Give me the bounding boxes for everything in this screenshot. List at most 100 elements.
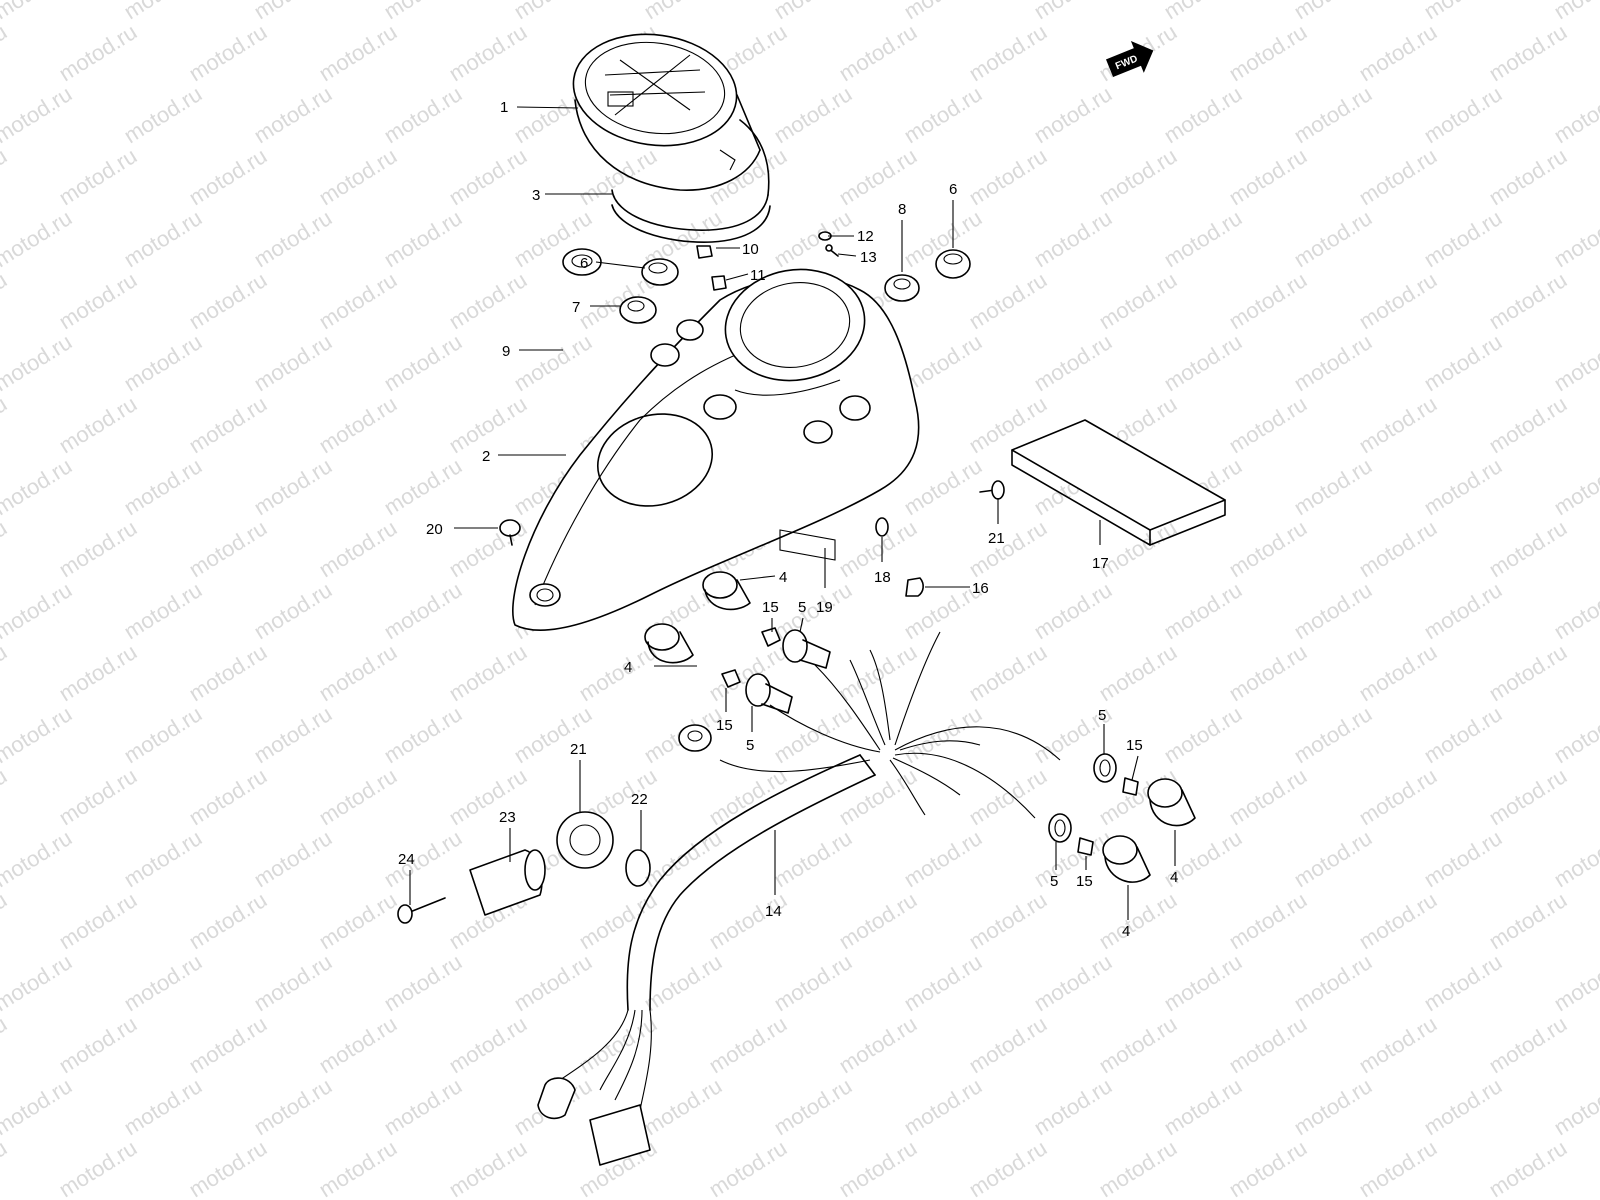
watermark-text: motod.ru <box>1419 701 1506 768</box>
callout-22: 22 <box>631 791 648 808</box>
callout-19: 19 <box>816 599 833 616</box>
watermark-text: motod.ru <box>184 19 271 86</box>
watermark-text: motod.ru <box>314 1011 401 1078</box>
watermark-text: motod.ru <box>1419 329 1506 396</box>
watermark-text: motod.ru <box>1549 577 1600 644</box>
watermark-text: motod.ru <box>574 143 661 210</box>
callout-5: 5 <box>746 737 754 754</box>
callout-14: 14 <box>765 903 782 920</box>
watermark-text: motod.ru <box>899 825 986 892</box>
watermark-text: motod.ru <box>964 1135 1051 1200</box>
grommet-part-7 <box>619 296 657 324</box>
callout-4: 4 <box>624 659 632 676</box>
watermark-text: motod.ru <box>0 143 11 210</box>
watermark-text: motod.ru <box>1549 329 1600 396</box>
watermark-text: motod.ru <box>0 19 11 86</box>
watermark-text: motod.ru <box>249 0 336 24</box>
watermark-text: motod.ru <box>1289 577 1376 644</box>
watermark-text: motod.ru <box>1354 1135 1441 1200</box>
watermark-text: motod.ru <box>1354 1011 1441 1078</box>
socket-part-4-right-lower <box>1102 835 1151 883</box>
watermark-text: motod.ru <box>1094 1135 1181 1200</box>
watermark-text: motod.ru <box>1289 701 1376 768</box>
callout-15: 15 <box>716 717 733 734</box>
callout-7: 7 <box>572 299 580 316</box>
watermark-text: motod.ru <box>314 391 401 458</box>
watermark-text: motod.ru <box>1484 1011 1571 1078</box>
watermark-text: motod.ru <box>1029 0 1116 24</box>
watermark-text: motod.ru <box>834 19 921 86</box>
watermark-text: motod.ru <box>0 825 76 892</box>
callout-6: 6 <box>580 255 588 272</box>
watermark-text: motod.ru <box>184 515 271 582</box>
watermark-text: motod.ru <box>1354 515 1441 582</box>
watermark-text: motod.ru <box>1159 329 1246 396</box>
watermark-text: motod.ru <box>119 0 206 24</box>
wiring-harness-part-14 <box>537 631 1061 1166</box>
watermark-text: motod.ru <box>769 949 856 1016</box>
watermark-text: motod.ru <box>704 1135 791 1200</box>
watermark-text: motod.ru <box>1224 1011 1311 1078</box>
watermark-text: motod.ru <box>1419 949 1506 1016</box>
watermark-text: motod.ru <box>964 19 1051 86</box>
callout-12: 12 <box>857 228 874 245</box>
watermark-text: motod.ru <box>54 887 141 954</box>
watermark-text: motod.ru <box>379 577 466 644</box>
callout-1: 1 <box>500 99 508 116</box>
watermark-text: motod.ru <box>249 205 336 272</box>
watermark-text: motod.ru <box>639 949 726 1016</box>
watermark-text: motod.ru <box>1289 0 1376 24</box>
watermark-text: motod.ru <box>444 763 531 830</box>
watermark-text: motod.ru <box>1484 639 1571 706</box>
watermark-text: motod.ru <box>1159 81 1246 148</box>
watermark-text: motod.ru <box>1549 205 1600 272</box>
watermark-text: motod.ru <box>184 267 271 334</box>
watermark-text: motod.ru <box>834 143 921 210</box>
watermark-text: motod.ru <box>509 0 596 24</box>
watermark-text: motod.ru <box>1159 949 1246 1016</box>
callout-9: 9 <box>502 343 510 360</box>
watermark-text: motod.ru <box>1354 143 1441 210</box>
watermark-text: motod.ru <box>379 1073 466 1140</box>
watermark-text: motod.ru <box>1159 577 1246 644</box>
watermark-text: motod.ru <box>1484 267 1571 334</box>
watermark-text: motod.ru <box>1289 205 1376 272</box>
sensor-part-23 <box>469 849 546 916</box>
watermark-text: motod.ru <box>964 1011 1051 1078</box>
watermark-text: motod.ru <box>379 701 466 768</box>
watermark-text: motod.ru <box>769 205 856 272</box>
watermark-text: motod.ru <box>0 0 76 24</box>
watermark-text: motod.ru <box>574 639 661 706</box>
watermark-text: motod.ru <box>964 143 1051 210</box>
holder-part-5-right-upper <box>1093 753 1117 783</box>
watermark-text: motod.ru <box>1354 391 1441 458</box>
watermark-text: motod.ru <box>834 763 921 830</box>
grommet-part-8 <box>884 274 920 302</box>
callout-15: 15 <box>1076 873 1093 890</box>
washer-part-18 <box>875 517 889 537</box>
gasket-ring-part-3 <box>611 119 771 243</box>
callout-3: 3 <box>532 187 540 204</box>
bulb-part-15-left <box>721 669 741 688</box>
watermark-text: motod.ru <box>1159 701 1246 768</box>
callout-5: 5 <box>798 599 806 616</box>
watermark-text: motod.ru <box>1289 1073 1376 1140</box>
nut-part-10 <box>696 245 713 259</box>
socket-part-4-left <box>644 623 694 664</box>
callout-17: 17 <box>1092 555 1109 572</box>
callout-4: 4 <box>1170 869 1178 886</box>
watermark-text: motod.ru <box>899 0 986 24</box>
watermark-text: motod.ru <box>1289 825 1376 892</box>
watermark-text: motod.ru <box>1354 763 1441 830</box>
watermark-text: motod.ru <box>184 639 271 706</box>
watermark-text: motod.ru <box>0 763 11 830</box>
callout-16: 16 <box>972 580 989 597</box>
callout-18: 18 <box>874 569 891 586</box>
callout-labels: 1 3 6 10 11 12 13 8 6 7 9 2 20 21 17 18 … <box>398 99 1178 940</box>
holder-part-5-upper <box>782 629 831 669</box>
watermark-text: motod.ru <box>1484 887 1571 954</box>
watermark-text: motod.ru <box>1484 19 1571 86</box>
watermark-text: motod.ru <box>1549 453 1600 520</box>
watermark-text: motod.ru <box>54 763 141 830</box>
